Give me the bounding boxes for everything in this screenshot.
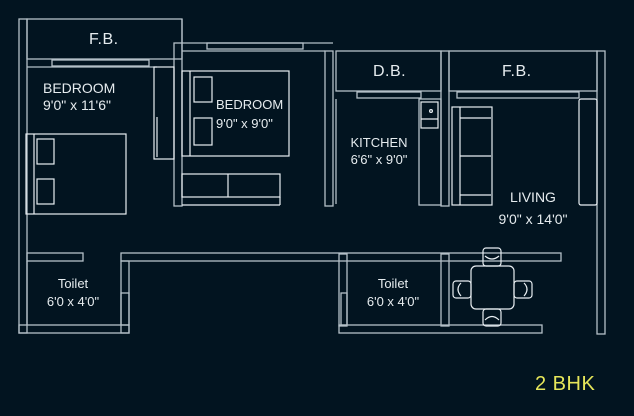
bedroom1-name: BEDROOM (43, 80, 116, 96)
right-outer-wall (596, 50, 606, 335)
toilet2-size: 6'0 x 4'0" (366, 293, 420, 309)
toilet1-label: Toilet 6'0 x 4'0" (30, 276, 116, 309)
living-cabinet (578, 98, 598, 206)
living-size: 9'0" x 14'0" (498, 210, 568, 227)
plan-type-label: 2 BHK (535, 373, 596, 395)
db-label: D.B. (373, 63, 407, 80)
bedroom2-name: BEDROOM (216, 97, 284, 112)
bedroom2-bed (181, 70, 290, 157)
furniture (25, 66, 598, 327)
bedroom1-bed (25, 133, 127, 215)
toilet1-size: 6'0 x 4'0" (46, 293, 100, 309)
bedroom1-label: BEDROOM 9'0" x 11'6" (43, 80, 115, 114)
toilet2-name: Toilet (377, 276, 409, 291)
toilet1-name: Toilet (57, 276, 89, 291)
kitchen-label: KITCHEN 6'6" x 9'0" (341, 135, 417, 167)
toilet2-label: Toilet 6'0 x 4'0" (350, 276, 436, 309)
bedroom1-wardrobe (153, 66, 175, 160)
bedroom1-size: 9'0" x 11'6" (43, 96, 111, 113)
walls (18, 18, 606, 335)
fb-right-label: F.B. (502, 63, 532, 80)
bedroom2-wardrobe (181, 173, 281, 206)
bedroom2-size: 9'0" x 9'0" (216, 115, 273, 131)
living-label: LIVING 9'0" x 14'0" (488, 189, 578, 228)
living-sofa (451, 106, 493, 206)
bedroom2-label: BEDROOM 9'0" x 9'0" (216, 97, 283, 131)
kitchen-name: KITCHEN (350, 135, 408, 150)
kitchen-size: 6'6" x 9'0" (350, 151, 408, 167)
kitchen-sink (420, 101, 439, 129)
dining-table (452, 247, 533, 327)
fb-left-label: F.B. (89, 31, 119, 48)
living-name: LIVING (510, 189, 556, 205)
